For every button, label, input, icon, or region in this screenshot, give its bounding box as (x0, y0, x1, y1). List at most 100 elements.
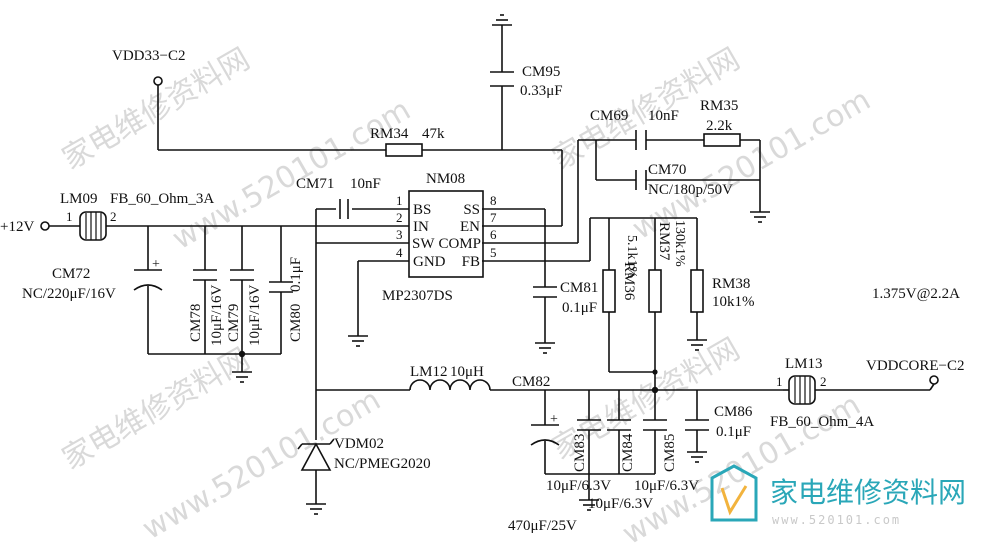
vdm02-value: NC/PMEG2020 (334, 456, 431, 472)
ic-mp2307: NM08 MP2307DS 1 2 3 4 BS IN SW GND 8 7 6… (382, 171, 497, 304)
cm84-value: 10μF/6.3V (588, 496, 653, 512)
inductor-lm12: LM12 10μH (409, 364, 491, 391)
cm78-ref: CM78 (188, 304, 204, 342)
cm71-value: 10nF (350, 176, 381, 192)
cm86-ref: CM86 (714, 404, 753, 420)
logo-text-cn: 家电维修资料网 (770, 476, 966, 509)
cm85-value: 10μF/6.3V (634, 478, 699, 494)
lm12-value: 10μH (450, 364, 484, 380)
ic-pin-name: GND (413, 254, 446, 270)
ferrite-bead-lm13: 1 2 LM13 FB_60_Ohm_4A (770, 356, 874, 430)
capacitor-cm84: CM84 10μF/6.3V (588, 419, 653, 512)
ic-pin-name: SW (412, 236, 435, 252)
lm12-ref: LM12 (410, 364, 448, 380)
rm34-ref: RM34 (370, 126, 409, 142)
rm34-value: 47k (422, 126, 445, 142)
ic-pin-name: IN (413, 219, 429, 235)
cm95-value: 0.33μF (520, 83, 563, 99)
vdm02-ref: VDM02 (334, 436, 384, 452)
ic-pin-name: FB (462, 254, 480, 270)
ic-pin-name: EN (460, 219, 480, 235)
rm38-value: 10k1% (712, 294, 755, 310)
lm09-ref: LM09 (60, 191, 98, 207)
cm69-ref: CM69 (590, 108, 628, 124)
logo-icon (710, 464, 758, 522)
junction-dot (238, 350, 246, 358)
net-terminals: VDD33−C2 +12V VDDCORE−C2 1.375V@2.2A (0, 48, 964, 391)
rm35-ref: RM35 (700, 98, 738, 114)
capacitor-cm72: + CM72 NC/220μF/16V (22, 257, 163, 302)
net-label-vddcore: VDDCORE−C2 (866, 358, 964, 374)
rm35-value: 2.2k (706, 118, 733, 134)
ic-pin-num: 6 (490, 227, 497, 242)
resistor-rm34: RM34 47k (370, 126, 445, 157)
ic-pin-num: 4 (396, 245, 403, 260)
watermark-url-1: www.520101.com (167, 92, 417, 257)
cm80-value: 0.1μF (288, 257, 304, 292)
diode-vdm02: VDM02 NC/PMEG2020 (297, 436, 431, 472)
cm69-value: 10nF (648, 108, 679, 124)
cm85-ref: CM85 (662, 434, 678, 472)
resistor-rm37: RM37 130k1% (648, 220, 687, 313)
cm72-value: NC/220μF/16V (22, 286, 116, 302)
capacitor-cm69: CM69 10nF (590, 108, 679, 150)
net-terminal-vdd33 (153, 76, 163, 86)
wires (42, 25, 930, 504)
resistor-rm35: RM35 2.2k (700, 98, 741, 147)
capacitor-cm95: CM95 0.33μF (490, 64, 563, 99)
resistor-rm36: RM36 5.1k1% (602, 235, 639, 313)
cm80-ref: CM80 (288, 304, 304, 342)
capacitor-cm85: CM85 10μF/6.3V (634, 419, 699, 494)
ground-symbol (348, 335, 368, 347)
ground-symbol (687, 339, 707, 351)
rm36-ref: RM36 (621, 262, 637, 301)
capacitor-cm81: CM81 0.1μF (533, 280, 598, 316)
cm78-value: 10μF/16V (209, 284, 225, 346)
cm70-ref: CM70 (648, 162, 686, 178)
ic-pin-num: 7 (490, 210, 497, 225)
site-logo: 家电维修资料网 www.520101.com (710, 464, 966, 527)
cm82-value: 470μF/25V (508, 518, 577, 534)
ic-pin-name: BS (413, 202, 431, 218)
net-label-vdd33: VDD33−C2 (112, 48, 185, 64)
junctions (238, 350, 659, 394)
lm09-pin1: 1 (66, 209, 73, 224)
logo-text-url: www.520101.com (772, 513, 901, 527)
cm83-ref: CM83 (572, 434, 588, 472)
capacitor-cm79: CM79 10μF/16V (226, 269, 263, 346)
net-terminal-vddcore (929, 375, 939, 385)
capacitor-cm78: CM78 10μF/16V (188, 269, 225, 346)
ic-part: MP2307DS (382, 288, 453, 304)
cm81-ref: CM81 (560, 280, 598, 296)
capacitor-cm71: CM71 10nF (296, 176, 381, 219)
lm09-value: FB_60_Ohm_3A (110, 191, 214, 207)
ground-symbol (492, 14, 512, 26)
junction-dot (651, 386, 659, 394)
capacitor-cm82: + CM82 470μF/25V (508, 374, 577, 534)
cm83-value: 10μF/6.3V (546, 478, 611, 494)
lm13-ref: LM13 (785, 356, 823, 372)
cm70-value: NC/180p/50V (648, 182, 733, 198)
capacitor-cm70: CM70 NC/180p/50V (635, 162, 733, 198)
capacitor-cm80: CM80 0.1μF (269, 257, 304, 342)
ic-pin-num: 5 (490, 245, 497, 260)
watermark-cn-3: 家电维修资料网 (57, 342, 256, 477)
output-note: 1.375V@2.2A (872, 286, 960, 302)
ground-symbol (687, 451, 707, 463)
cm82-ref: CM82 (512, 374, 550, 390)
ground-symbol (535, 342, 555, 354)
cm84-ref: CM84 (620, 433, 636, 472)
lm13-pin1: 1 (776, 374, 783, 389)
rm37-ref: RM37 (656, 222, 672, 261)
cm81-value: 0.1μF (562, 300, 597, 316)
ic-pin-name: SS (463, 202, 480, 218)
cm95-ref: CM95 (522, 64, 560, 80)
net-terminal-12v (40, 221, 50, 231)
net-label-12v: +12V (0, 219, 34, 235)
ferrite-bead-lm09: 1 2 LM09 FB_60_Ohm_3A (60, 191, 214, 241)
rm36-value: 5.1k1% (624, 235, 639, 279)
ic-pin-num: 3 (396, 227, 403, 242)
lm13-pin2: 2 (820, 374, 827, 389)
cm86-value: 0.1μF (716, 424, 751, 440)
